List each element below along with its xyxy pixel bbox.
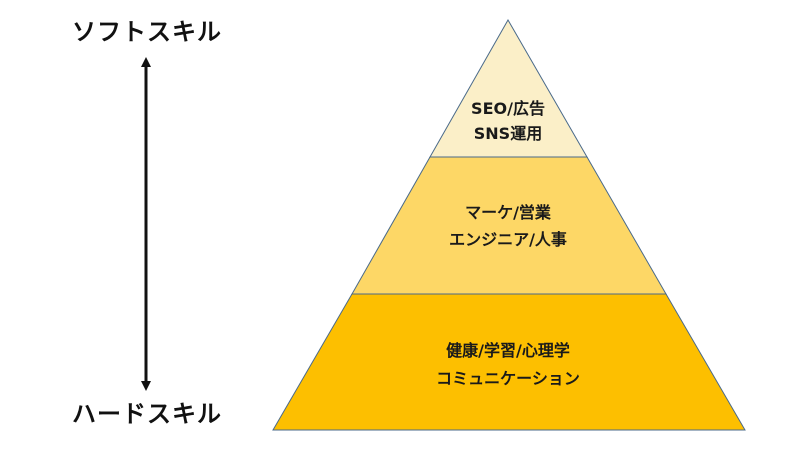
tier-middle-line2: エンジニア/人事	[449, 230, 567, 249]
tier-bottom-line1: 健康/学習/心理学	[446, 341, 570, 360]
tier-top-line2: SNS運用	[474, 124, 542, 143]
pyramid-tier-bottom	[272, 293, 746, 431]
tier-middle-line1: マーケ/営業	[465, 203, 552, 222]
pyramid-tier-middle	[351, 156, 667, 295]
soft-skill-label: ソフトスキル	[72, 18, 222, 46]
hard-skill-label: ハードスキル	[72, 400, 222, 428]
tier-top-line1: SEO/広告	[471, 99, 545, 118]
tier-bottom-line2: コミュニケーション	[436, 369, 580, 388]
